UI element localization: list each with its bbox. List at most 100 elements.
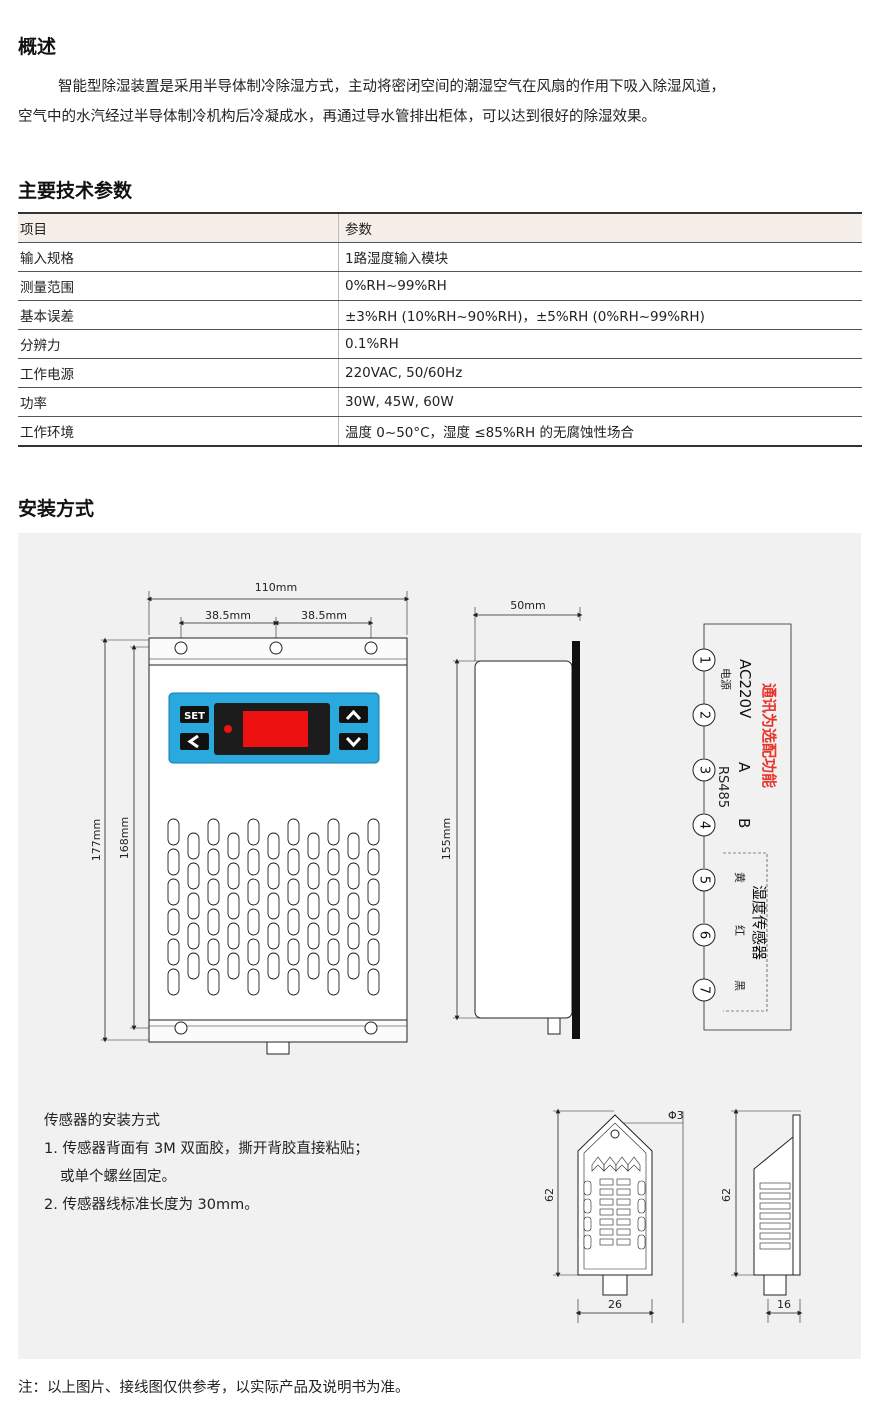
vent-slot [327,938,340,966]
row-label: 功率 [18,387,339,417]
indicator-led [224,725,232,733]
header-item: 项目 [18,212,339,243]
row-value: 220VAC, 50/60Hz [338,358,862,388]
wire7-color: 黑 [733,980,746,991]
power-label: AC220V [736,659,754,719]
row-value: 30W, 45W, 60W [338,387,862,417]
vent-slot [307,892,320,920]
comm-note: 通讯为选配功能 [760,683,778,788]
vent-slot [347,832,360,860]
hole-spacing-right: 38.5mm [301,609,347,622]
terminal-number: 6 [697,931,712,939]
vent-slot [247,878,260,906]
sensor-hole-label: Φ3 [668,1109,684,1122]
left-button[interactable] [180,733,209,750]
hole-spacing-left: 38.5mm [205,609,251,622]
vent-slot [167,938,180,966]
sensor-install-text: 传感器的安装方式 1. 传感器背面有 3M 双面胶，撕开背胶直接粘贴； 或单个螺… [44,1107,369,1219]
vent-slot [187,832,200,860]
vent-slot [207,908,220,936]
vent-slot [207,878,220,906]
vent-slot [347,862,360,890]
terminal-number: 5 [697,876,712,884]
terminal-number: 1 [697,656,712,664]
sensor-side-height: 62 [720,1188,733,1202]
sensor-install-item-1b: 或单个螺丝固定。 [60,1169,176,1185]
row-value: 0.1%RH [338,329,862,359]
terminal-circle [692,868,716,892]
spec-table: 项目 参数 输入规格 1路湿度输入模块 测量范围 0%RH~99%RH 基本误差… [18,212,862,447]
table-row: 分辨力 0.1%RH [18,329,862,359]
vent-slot [287,818,300,846]
vent-slot [167,818,180,846]
vent-slot [167,878,180,906]
terminal-circle [692,648,716,672]
vent-slot [187,922,200,950]
chevron-left-icon [187,734,199,749]
table-row: 功率 30W, 45W, 60W [18,387,862,417]
rs485-label: RS485 [715,766,730,808]
table-row: 工作环境 温度 0~50°C，湿度 ≤85%RH 的无腐蚀性场合 [18,416,862,447]
terminal-number: 3 [697,766,712,774]
sensor-install-title: 传感器的安装方式 [44,1113,160,1129]
sensor-front-height: 62 [543,1188,556,1202]
specs-title: 主要技术参数 [18,180,133,202]
vent-slot [287,968,300,996]
vent-slot [347,922,360,950]
vent-slot [227,952,240,980]
table-row: 基本误差 ±3%RH (10%RH~90%RH)，±5%RH (0%RH~99%… [18,300,862,330]
terminal-circle [692,923,716,947]
device-side-view: 50mm 155mm [440,599,583,1039]
vent-slot [307,922,320,950]
terminal-circle [692,978,716,1002]
table-row: 测量范围 0%RH~99%RH [18,271,862,301]
display-screen [243,711,308,747]
vent-slot [247,848,260,876]
depth-label: 50mm [510,599,545,612]
install-diagram: 110mm 38.5mm 38.5mm 177mm 168mm [90,581,803,1323]
b-label: B [735,818,753,828]
vent-slot [367,818,380,846]
terminal-circle [692,758,716,782]
vent-slot [327,818,340,846]
vent-slot [187,892,200,920]
terminal-number: 7 [697,986,712,994]
table-row: 输入规格 1路湿度输入模块 [18,242,862,272]
footer-note: 注：以上图片、接线图仅供参考，以实际产品及说明书为准。 [18,1380,410,1396]
sensor-install-item-2: 2. 传感器线标准长度为 30mm。 [44,1197,259,1213]
vent-slot [367,848,380,876]
vent-slot [287,848,300,876]
sensor-side-width: 16 [777,1298,791,1311]
vent-slot [307,832,320,860]
terminal-circle [692,813,716,837]
vent-slot [347,952,360,980]
vent-slot [267,922,280,950]
side-height-label: 155mm [440,818,453,860]
vent-slot [267,862,280,890]
height-outer-label: 177mm [90,819,103,861]
terminal-number: 4 [697,821,712,829]
row-label: 输入规格 [18,242,339,272]
vent-slot [287,938,300,966]
height-inner-label: 168mm [118,817,131,859]
row-value: 0%RH~99%RH [338,271,862,301]
vent-slot [207,938,220,966]
down-button[interactable] [339,733,368,750]
vent-slot [187,862,200,890]
install-panel: 110mm 38.5mm 38.5mm 177mm 168mm [18,533,861,1359]
vent-slot [167,968,180,996]
vent-slot [207,818,220,846]
set-button[interactable] [180,706,209,723]
row-label: 分辨力 [18,329,339,359]
vent-slot [227,922,240,950]
sensor-side-view: 62 16 [720,1108,803,1323]
up-button[interactable] [339,706,368,723]
table-row: 工作电源 220VAC, 50/60Hz [18,358,862,388]
vent-slot [327,878,340,906]
chevron-up-icon [345,709,362,721]
vent-slot [367,968,380,996]
install-title: 安装方式 [18,498,95,520]
table-header-row: 项目 参数 [18,212,862,243]
sensor-install-item-1: 1. 传感器背面有 3M 双面胶，撕开背胶直接粘贴； [44,1141,369,1157]
